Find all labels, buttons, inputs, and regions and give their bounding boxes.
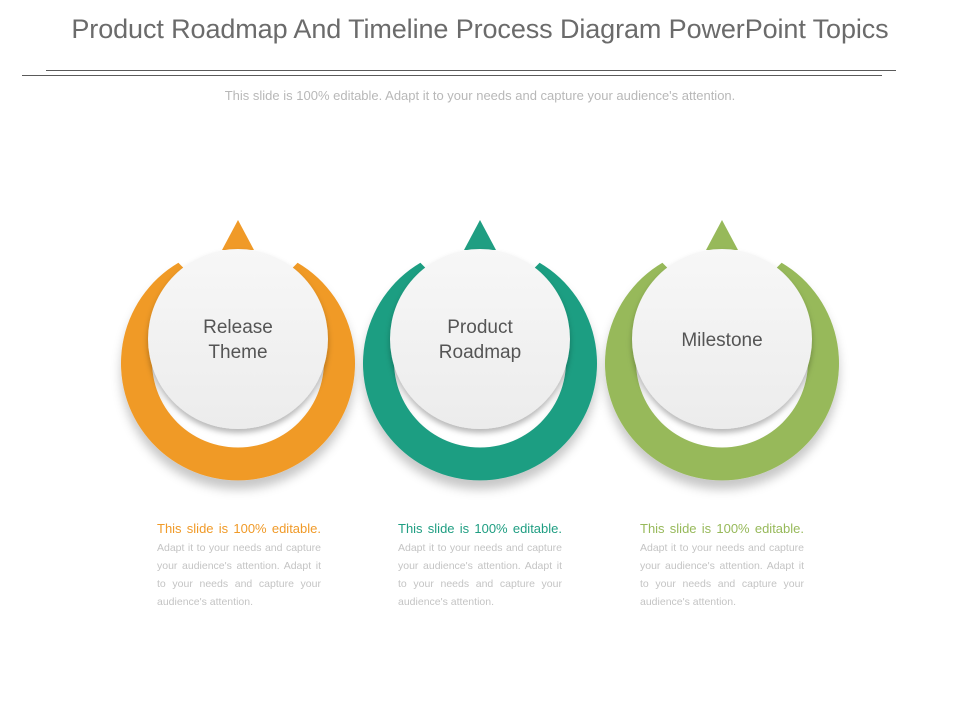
description-body: Adapt it to your needs and capture your … — [640, 542, 804, 608]
step-pointer — [222, 220, 254, 250]
description-lead: This slide is 100% editable. — [398, 521, 562, 536]
step-ring — [605, 262, 839, 481]
step-description-release-theme: This slide is 100% editable. Adapt it to… — [157, 520, 321, 610]
description-lead: This slide is 100% editable. — [640, 521, 804, 536]
step-label-line2: Theme — [208, 342, 267, 363]
step-product-roadmap: Product Roadmap — [362, 220, 597, 481]
step-milestone: Milestone — [605, 220, 839, 481]
step-label-line1: Release — [203, 317, 273, 338]
step-label-line2: Roadmap — [439, 342, 521, 363]
step-description-product-roadmap: This slide is 100% editable. Adapt it to… — [398, 520, 562, 610]
description-lead: This slide is 100% editable. — [157, 521, 321, 536]
step-label-line1: Product — [447, 317, 513, 338]
step-inner-circle — [632, 249, 812, 429]
step-pointer — [464, 220, 496, 250]
step-ring — [121, 262, 355, 481]
step-release-theme: Release Theme — [121, 220, 355, 481]
step-description-milestone: This slide is 100% editable. Adapt it to… — [640, 520, 804, 610]
slide-title: Product Roadmap And Timeline Process Dia… — [71, 14, 889, 44]
step-inner-circle — [148, 249, 328, 429]
step-ring — [362, 262, 597, 481]
title-underline-top — [46, 70, 896, 71]
description-body: Adapt it to your needs and capture your … — [157, 542, 321, 608]
description-body: Adapt it to your needs and capture your … — [398, 542, 562, 608]
step-inner-circle — [390, 249, 570, 429]
slide-subtitle: This slide is 100% editable. Adapt it to… — [224, 88, 736, 103]
title-underline-bottom — [22, 75, 882, 76]
step-pointer — [706, 220, 738, 250]
step-label-line1: Milestone — [681, 330, 762, 351]
